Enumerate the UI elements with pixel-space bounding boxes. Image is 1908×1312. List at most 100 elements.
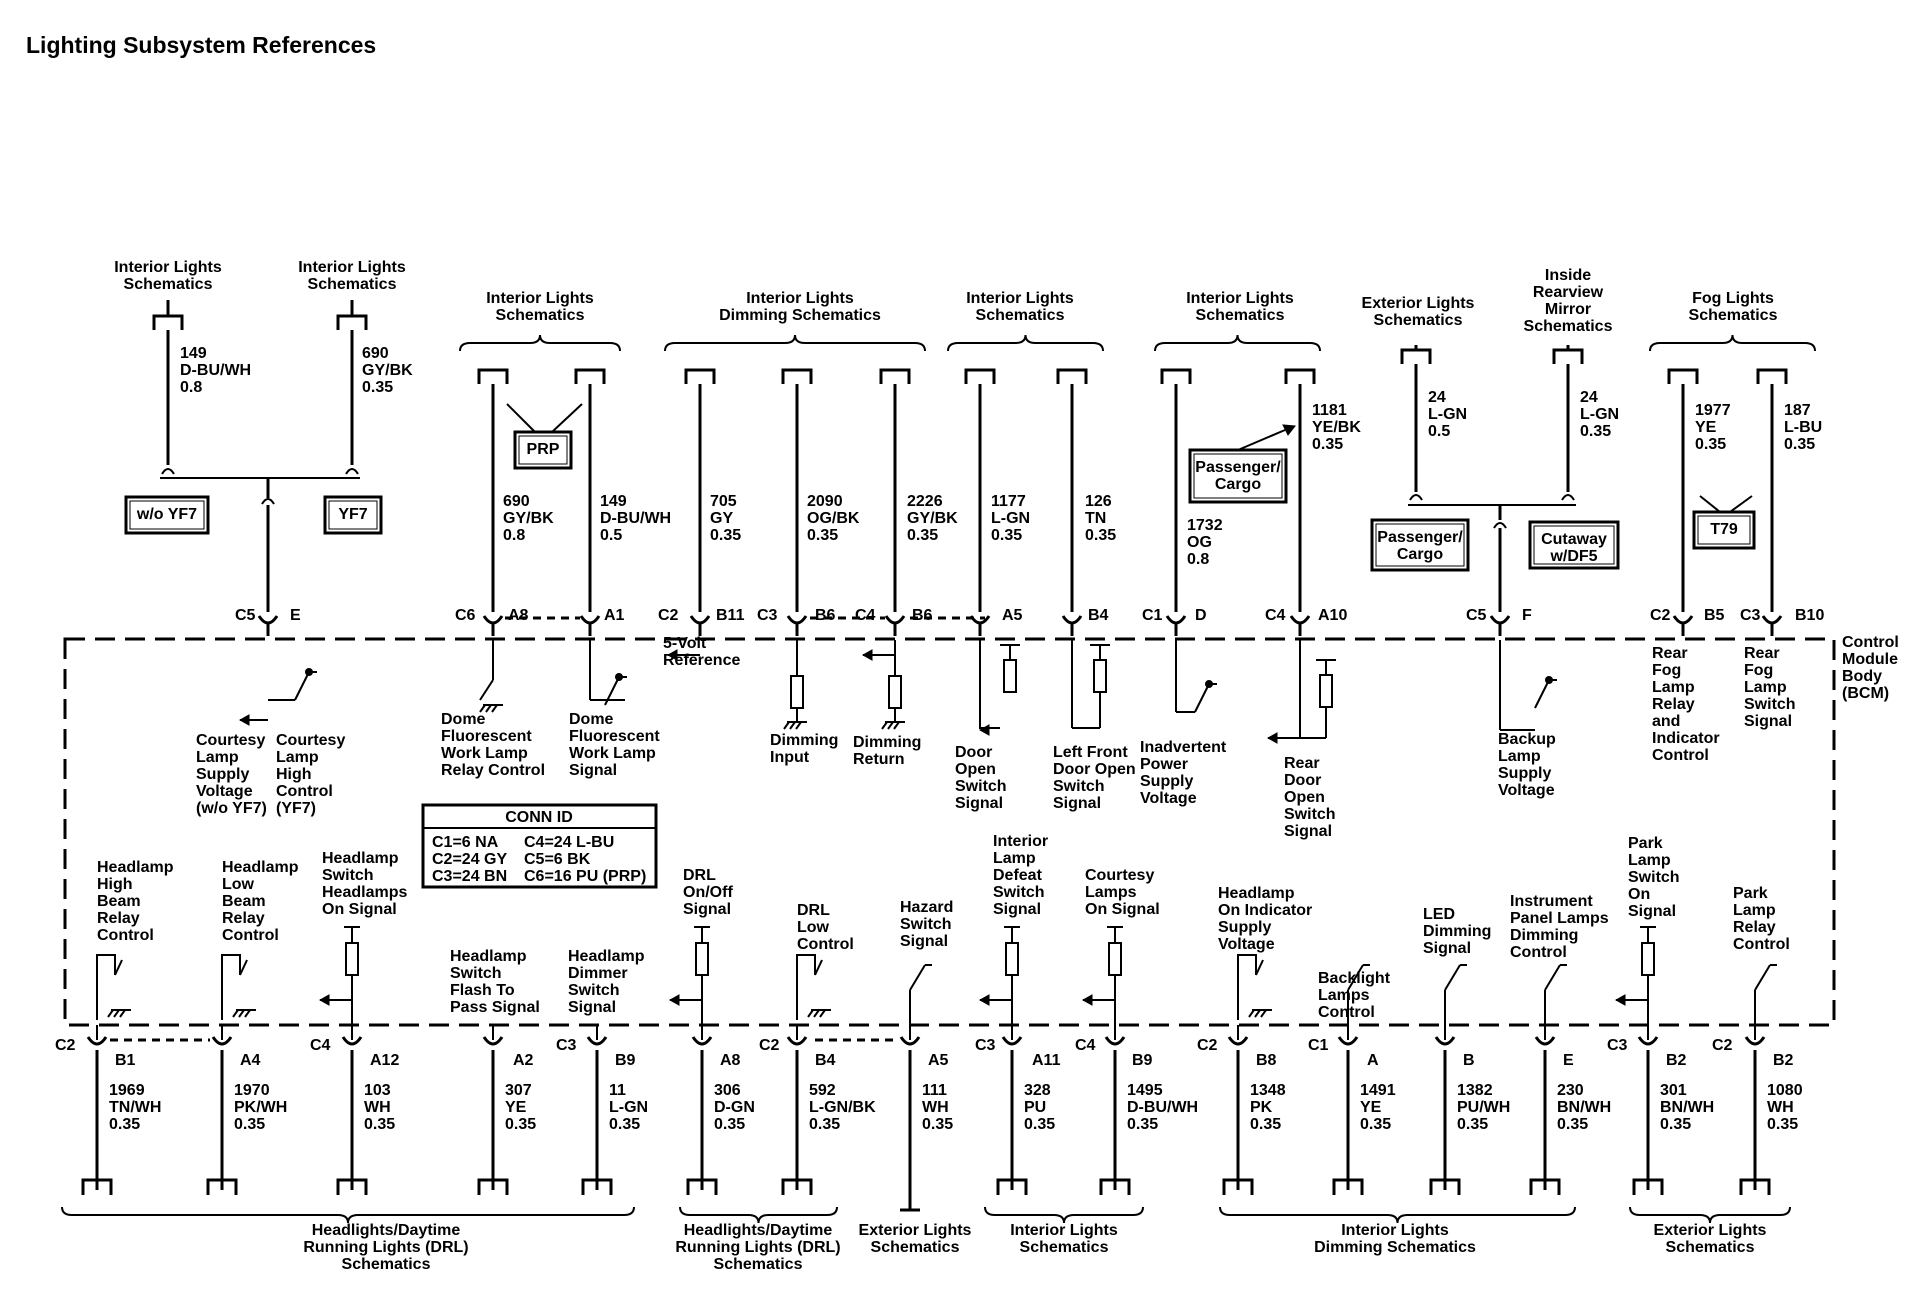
terminal-icon <box>996 1178 1028 1195</box>
wire-segment <box>1444 964 1461 991</box>
wire-path <box>979 640 1000 729</box>
pin-label-bottom: B8 <box>1256 1052 1277 1069</box>
option-box-passenger-cargo-1 <box>1188 448 1288 504</box>
arrow-icon <box>1266 732 1278 744</box>
brace <box>1629 1206 1791 1224</box>
pin-label-bottom: B4 <box>815 1052 836 1069</box>
pin-label-bottom: B <box>1463 1052 1475 1069</box>
connector-icon <box>1337 1036 1359 1046</box>
wire-segment <box>1237 429 1286 451</box>
ground-icon <box>807 1009 814 1018</box>
terminal-icon <box>1739 1178 1771 1195</box>
wire-path <box>796 954 816 1020</box>
ground-icon <box>491 704 498 713</box>
ground-icon <box>113 1009 120 1018</box>
wire-segment <box>1699 495 1721 513</box>
arrow-icon <box>668 994 680 1006</box>
terminal-icon <box>964 368 996 384</box>
connector-icon <box>884 615 906 625</box>
option-box-passenger-cargo-2 <box>1370 518 1470 572</box>
conn-id-cell: C5=6 BK <box>524 851 591 868</box>
wire-path <box>96 954 116 1020</box>
pin-label-top: D <box>1195 607 1207 624</box>
option-box-yf7-label: YF7 <box>338 506 367 523</box>
pin-label-top: C4 <box>1265 607 1286 624</box>
pin-label-top: B6 <box>815 607 836 624</box>
splice-icon <box>161 468 175 475</box>
pin-label-bottom: A <box>1367 1052 1379 1069</box>
pin-label-top: B4 <box>1088 607 1109 624</box>
pin-label-top: A8 <box>508 607 529 624</box>
conn-id-cell: C6=16 PU (PRP) <box>524 868 646 885</box>
connector-icon <box>1165 615 1187 625</box>
pin-label-top: C5 <box>235 607 256 624</box>
terminal-icon <box>1332 1178 1364 1195</box>
splice-icon <box>1409 494 1423 501</box>
connector-icon <box>1061 615 1083 625</box>
pin-label-top: B10 <box>1795 607 1824 624</box>
pin-label-bottom: B2 <box>1666 1052 1687 1069</box>
option-box-passenger-cargo-2-inner <box>1375 523 1465 567</box>
terminal-icon <box>477 368 509 384</box>
pin-label-top: C3 <box>1740 607 1761 624</box>
resistor-icon <box>1093 659 1107 693</box>
connector-icon <box>341 1036 363 1046</box>
pin-label-bottom: A8 <box>720 1052 741 1069</box>
connector-icon <box>1744 1036 1766 1046</box>
option-box-passenger-cargo-1-inner <box>1193 453 1283 499</box>
connector-icon <box>1289 615 1311 625</box>
terminal-icon <box>684 368 716 384</box>
wire-segment <box>114 959 123 976</box>
arrow-icon <box>1081 994 1093 1006</box>
bcm-module-outline <box>63 637 1836 1027</box>
splice-icon <box>345 468 359 475</box>
ground-icon <box>813 1009 820 1018</box>
ground-icon <box>1260 1009 1267 1018</box>
connector-icon <box>691 1036 713 1046</box>
terminal-icon <box>477 1178 509 1195</box>
pin-label-top: B6 <box>912 607 933 624</box>
pin-label-bottom: B9 <box>1132 1052 1153 1069</box>
pin-label-top: B5 <box>1704 607 1725 624</box>
terminal-icon <box>781 1178 813 1195</box>
wire-segment <box>1754 964 1771 991</box>
pin-label-top: C6 <box>455 607 476 624</box>
pin-label-top: C2 <box>658 607 679 624</box>
switch-icon <box>294 671 310 701</box>
resistor-icon <box>888 675 902 709</box>
pin-label-top: C4 <box>855 607 876 624</box>
connector-icon <box>1637 1036 1659 1046</box>
pin-label-bottom: E <box>1563 1052 1574 1069</box>
ground-icon <box>795 721 802 730</box>
pin-label-bottom: C4 <box>310 1037 331 1054</box>
brace <box>947 334 1104 352</box>
brace <box>1219 1206 1576 1224</box>
pin-label-bottom: A11 <box>1032 1052 1061 1069</box>
